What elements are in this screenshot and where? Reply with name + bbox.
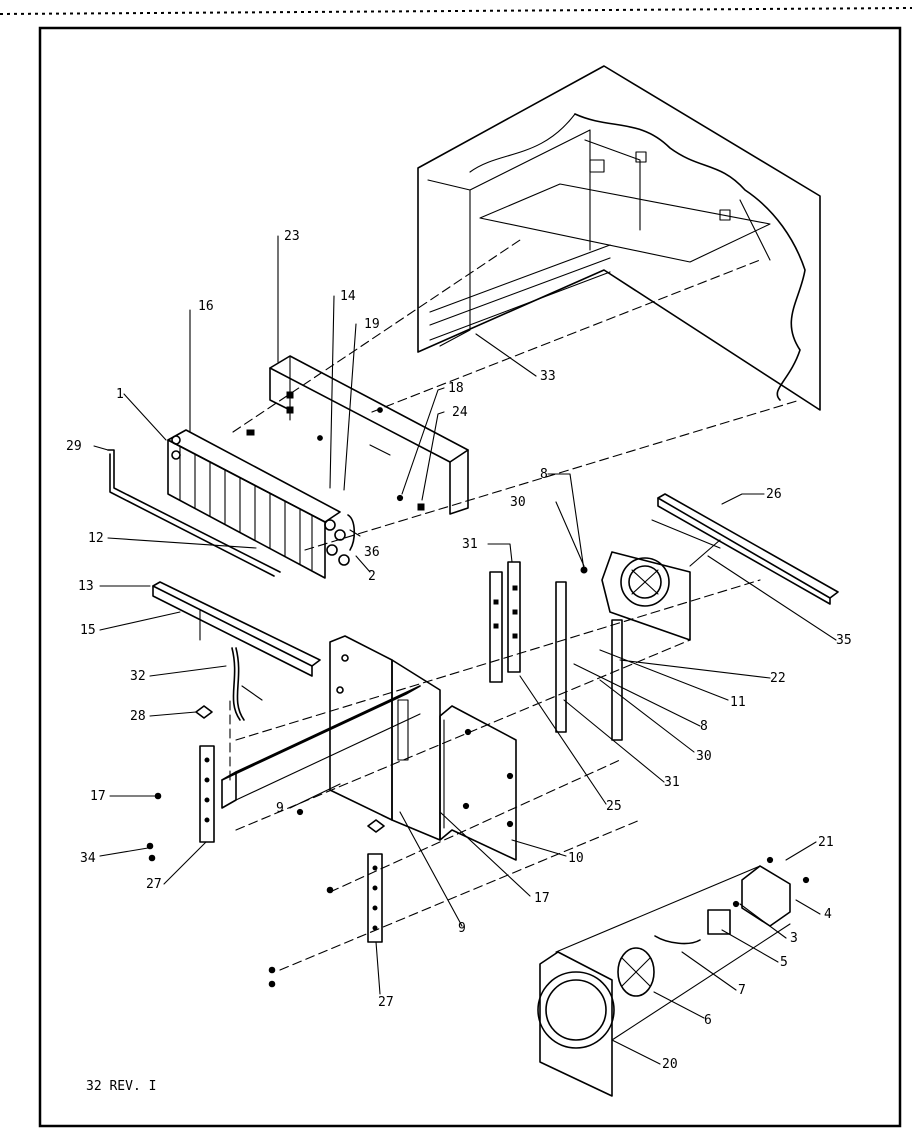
callout-4: 4 — [824, 907, 832, 922]
evaporator-coil — [167, 429, 356, 579]
callout-34: 34 — [80, 851, 96, 866]
callouts: 1 16 23 14 19 18 24 29 12 13 15 32 28 17… — [66, 229, 852, 1072]
callout-12: 12 — [88, 531, 104, 546]
evaporator-fan-assembly — [580, 539, 721, 641]
callout-14: 14 — [340, 289, 356, 304]
callout-8-bottom: 8 — [700, 719, 708, 734]
fan-shroud-panel — [439, 705, 517, 861]
callout-25: 25 — [606, 799, 622, 814]
callout-30-top: 30 — [510, 495, 526, 510]
page-border — [38, 26, 902, 1128]
condenser-fan-assembly — [537, 856, 810, 1097]
callout-26: 26 — [766, 487, 782, 502]
evaporator-cover — [269, 355, 469, 515]
callout-33: 33 — [540, 369, 556, 384]
callout-28: 28 — [130, 709, 146, 724]
callout-6: 6 — [704, 1013, 712, 1028]
leader-lines — [93, 235, 837, 1065]
callout-19: 19 — [364, 317, 380, 332]
callout-35: 35 — [836, 633, 852, 648]
callout-27-left: 27 — [146, 877, 162, 892]
callout-3: 3 — [790, 931, 798, 946]
mounting-brackets — [489, 561, 623, 741]
callout-17-bottom: 17 — [534, 891, 550, 906]
callout-23: 23 — [284, 229, 300, 244]
callout-16: 16 — [198, 299, 214, 314]
air-duct — [221, 685, 421, 809]
top-scan-edge — [0, 7, 912, 15]
cabinet-housing — [417, 65, 821, 411]
callout-27-bottom: 27 — [378, 995, 394, 1010]
callout-10: 10 — [568, 851, 584, 866]
callout-1: 1 — [116, 387, 124, 402]
callout-29: 29 — [66, 439, 82, 454]
callout-31-bottom: 31 — [664, 775, 680, 790]
callout-21: 21 — [818, 835, 834, 850]
callout-22: 22 — [770, 671, 786, 686]
callout-9-left: 9 — [276, 801, 284, 816]
callout-20: 20 — [662, 1057, 678, 1072]
callout-8-top: 8 — [540, 467, 548, 482]
wire-harness — [195, 647, 263, 721]
callout-7: 7 — [738, 983, 746, 998]
callout-11: 11 — [730, 695, 746, 710]
alignment-lines — [229, 239, 801, 971]
hinge-strip-right — [367, 819, 385, 943]
callout-5: 5 — [780, 955, 788, 970]
callout-36: 36 — [364, 545, 380, 560]
callout-18: 18 — [448, 381, 464, 396]
callout-2: 2 — [368, 569, 376, 584]
callout-15: 15 — [80, 623, 96, 638]
support-rail — [651, 493, 839, 605]
hinge-strip-left — [199, 745, 215, 843]
heater-tube — [107, 449, 321, 677]
screws — [146, 429, 425, 988]
baffle-panel-front — [329, 635, 441, 841]
footer-revision-label: 32 REV. I — [86, 1079, 156, 1094]
callout-17-left: 17 — [90, 789, 106, 804]
callout-9-bottom: 9 — [458, 921, 466, 936]
callout-32: 32 — [130, 669, 146, 684]
callout-24: 24 — [452, 405, 468, 420]
callout-30-bottom: 30 — [696, 749, 712, 764]
callout-31-top: 31 — [462, 537, 478, 552]
callout-13: 13 — [78, 579, 94, 594]
